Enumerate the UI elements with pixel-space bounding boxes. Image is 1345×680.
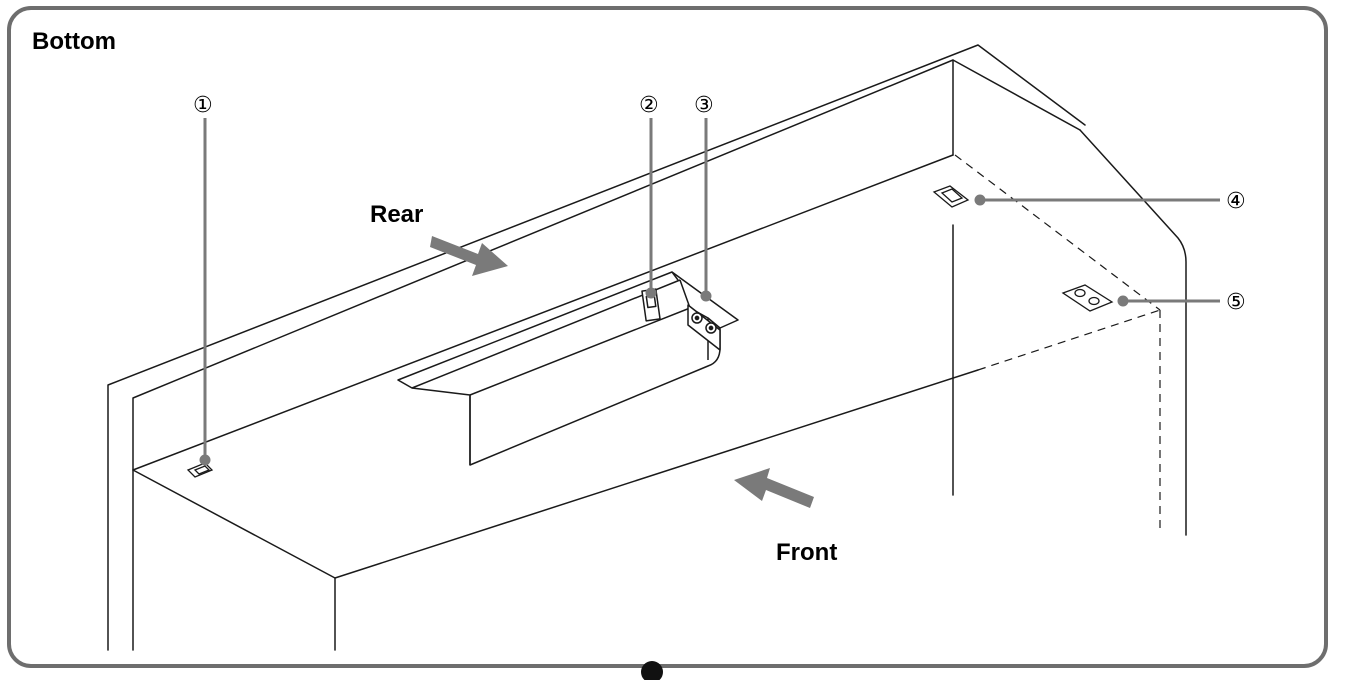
cabinet-right-side [1079, 129, 1187, 536]
callout-2: ② [639, 93, 659, 118]
cabinet-top-edge [107, 44, 1086, 651]
callout-5: ⑤ [1226, 290, 1246, 315]
rear-arrow-icon [430, 236, 508, 276]
terminal-box [397, 271, 739, 466]
rear-label: Rear [370, 201, 423, 228]
part-5-shape [1061, 284, 1114, 312]
callout-1: ① [193, 93, 213, 118]
bottom-panel-back-edge [132, 154, 954, 471]
part-4-shape [932, 185, 970, 208]
frame-bottom-dot [641, 661, 663, 680]
diagram-heading: Bottom [32, 28, 116, 55]
front-arrow-icon [734, 468, 814, 508]
callout-4: ④ [1226, 189, 1246, 214]
hidden-edge-front [977, 309, 1161, 371]
part-1-shape [186, 462, 214, 478]
callout-3: ③ [694, 93, 714, 118]
front-label: Front [776, 539, 837, 566]
cabinet-top-inner-edge [132, 59, 1081, 651]
diagram-frame [7, 6, 1328, 668]
hidden-edge-rear [954, 154, 1161, 311]
